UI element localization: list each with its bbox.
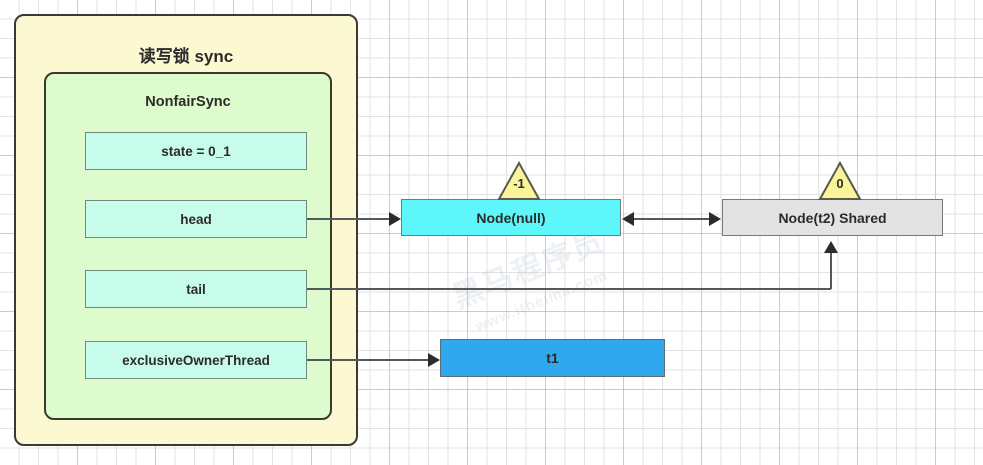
wait-status-triangle-node-null: -1 [497,161,541,201]
arrowhead-node-null-to-node-t2 [709,211,721,226]
field-head: head [85,200,307,238]
edge-tail-vertical [830,253,832,289]
wait-status-triangle-node-t2: 0 [818,161,862,201]
edge-eot-to-t1 [307,359,428,361]
arrowhead-node-t2-to-node-null [622,211,634,226]
field-tail: tail [85,270,307,308]
field-state: state = 0_1 [85,132,307,170]
sync-container-title: 读写锁 sync [138,47,234,66]
field-exclusive-owner-thread: exclusiveOwnerThread [85,341,307,379]
node-null-box: Node(null) [401,199,621,236]
node-t2-shared-box: Node(t2) Shared [722,199,943,236]
edge-tail-horizontal [307,288,831,290]
edge-node-null-to-node-t2 [633,218,711,220]
arrowhead-head-to-node-null [389,211,401,226]
nonfairsync-title: NonfairSync [145,94,231,110]
thread-t1-box: t1 [440,339,665,377]
wait-status-label-node-t2: 0 [836,176,844,191]
triangle-icon [818,161,862,200]
wait-status-label-node-null: -1 [513,176,525,191]
arrowhead-eot-to-t1 [428,352,440,367]
triangle-icon [497,161,541,200]
arrowhead-tail-to-node-t2 [824,241,838,253]
edge-head-to-node-null [307,218,389,220]
